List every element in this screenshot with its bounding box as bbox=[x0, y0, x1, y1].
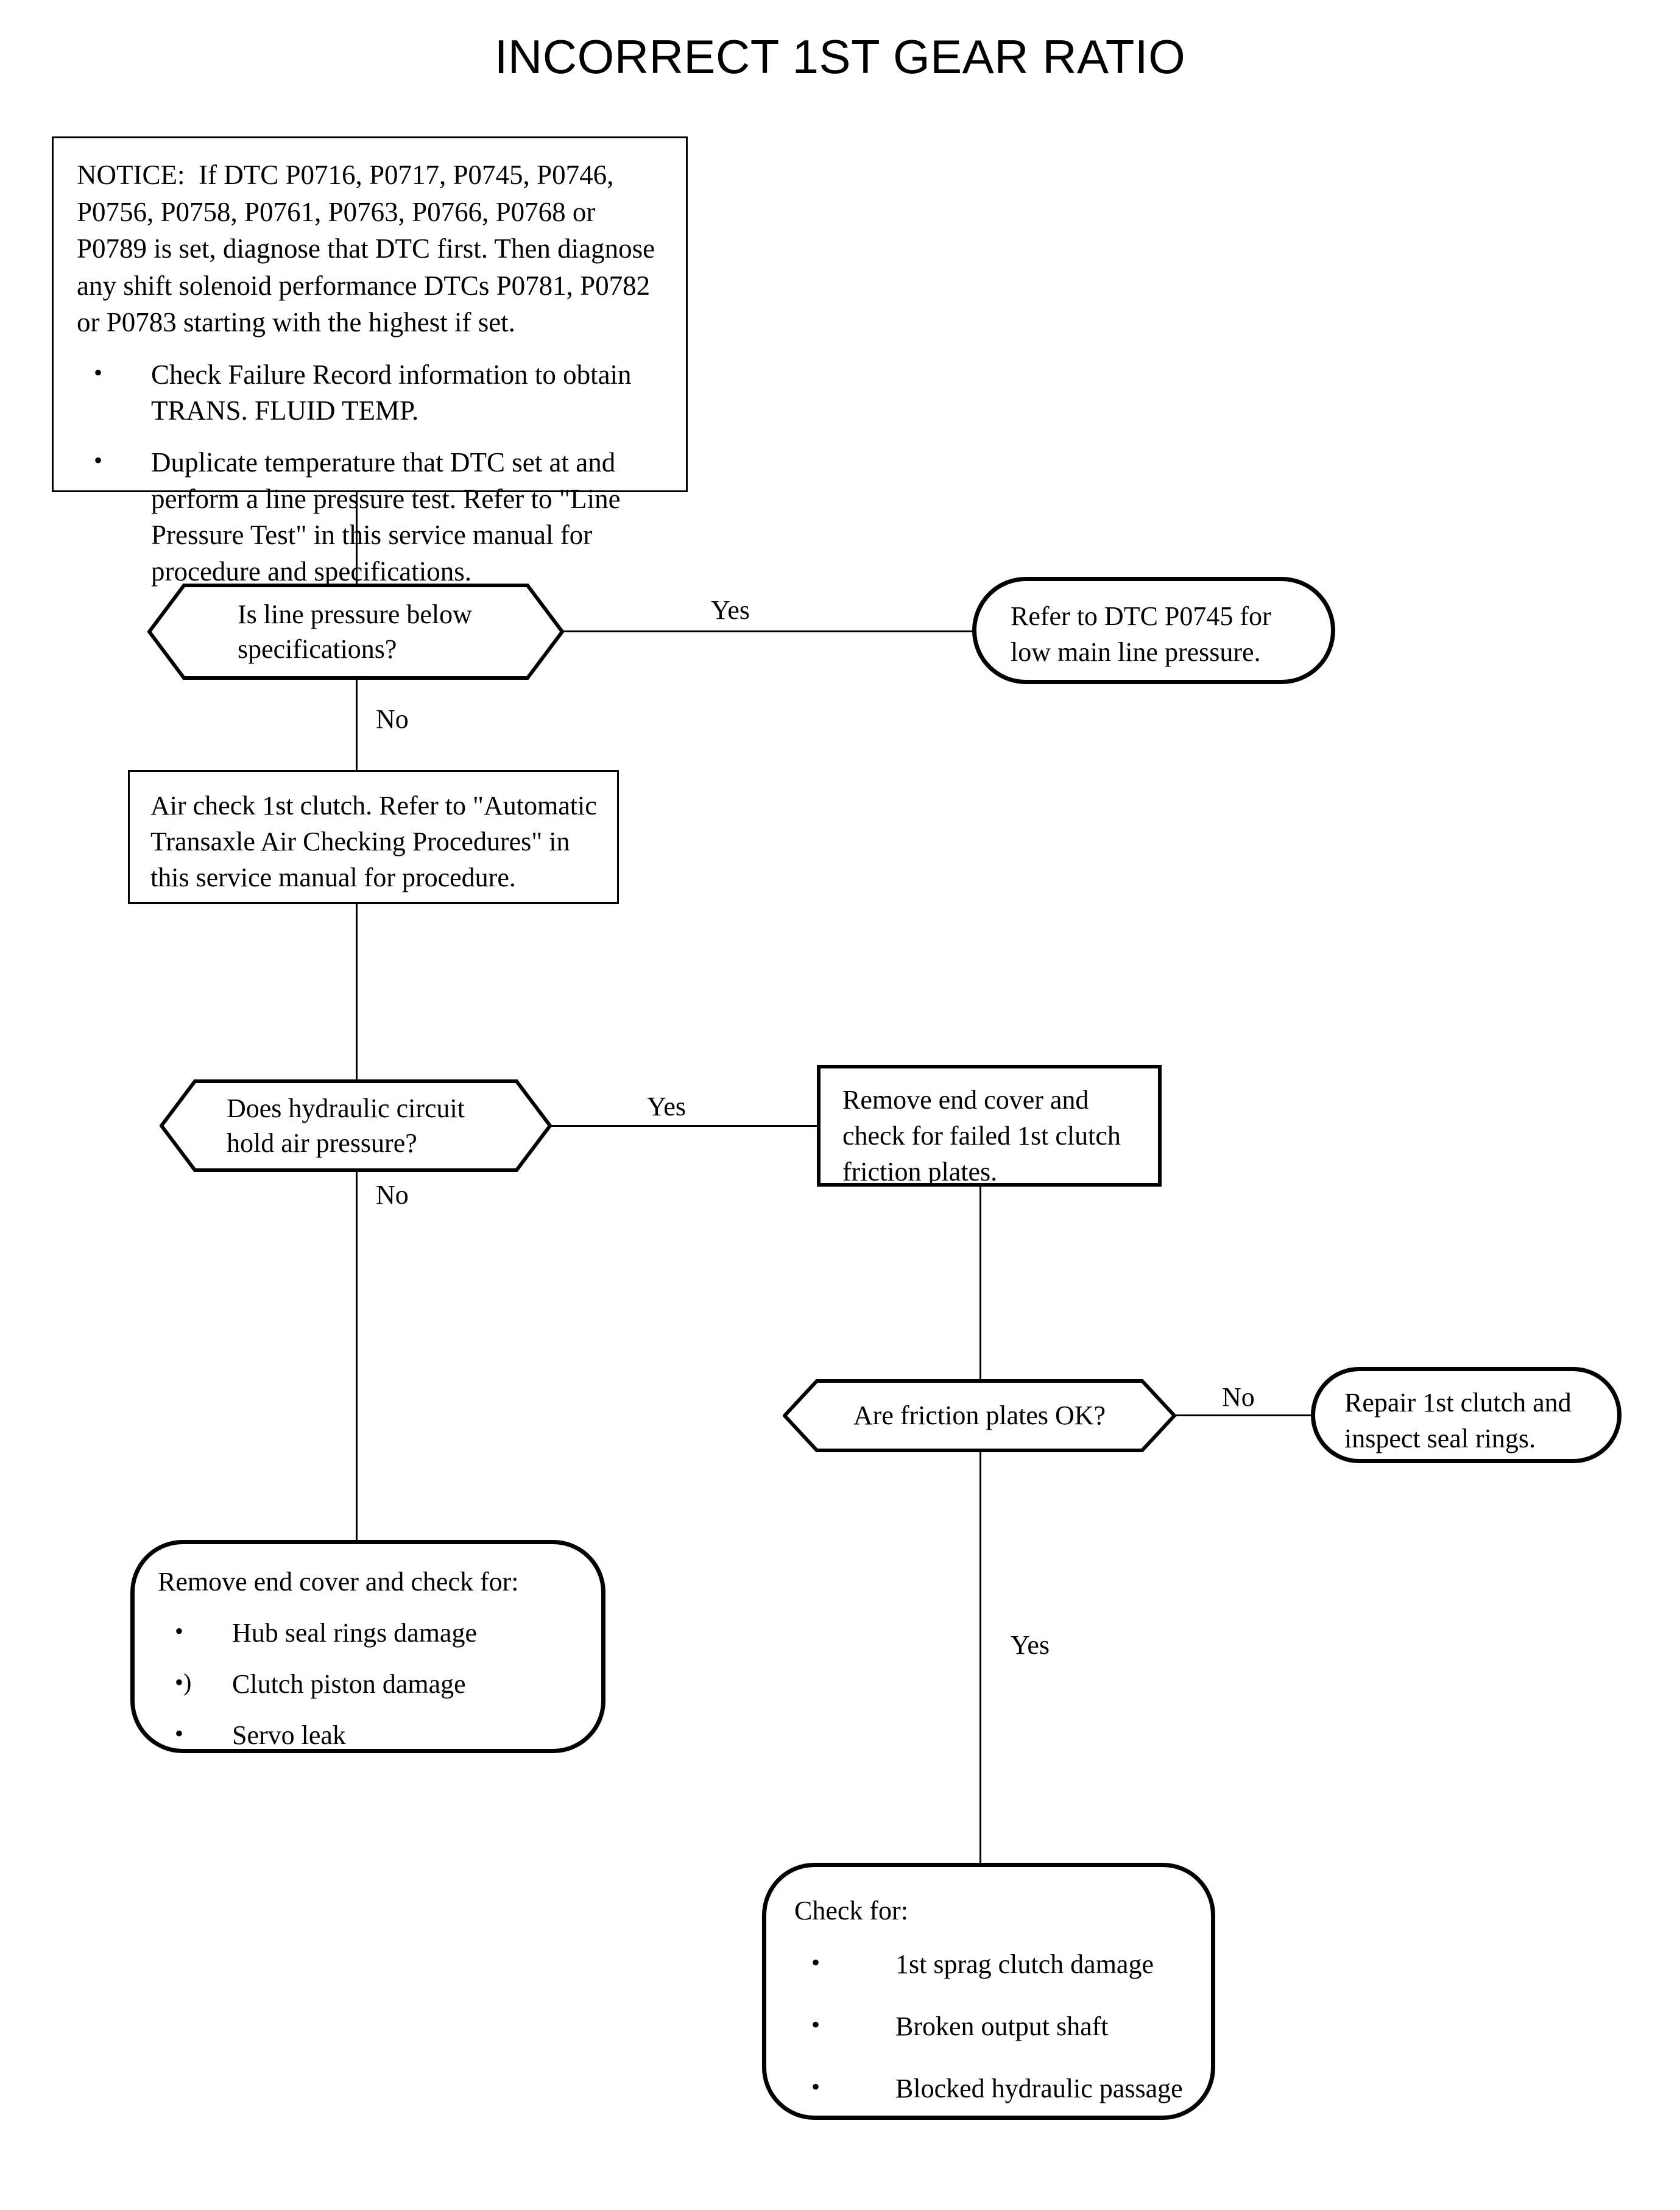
notice-body: If DTC P0716, P0717, P0745, P0746, P0756… bbox=[77, 160, 655, 338]
terminal-refer-dtc-p0745: Refer to DTC P0745 for low main line pre… bbox=[972, 577, 1335, 684]
decision-friction-plates-label: Are friction plates OK? bbox=[853, 1400, 1106, 1431]
decision-hold-air-pressure: Does hydraulic circuit hold air pressure… bbox=[160, 1079, 552, 1172]
notice-box: NOTICE: If DTC P0716, P0717, P0745, P074… bbox=[52, 136, 688, 587]
bullet-icon: •) bbox=[175, 1668, 192, 1696]
decision-line-pressure-label: Is line pressure below specifications? bbox=[238, 599, 472, 664]
process-air-check: Air check 1st clutch. Refer to "Automati… bbox=[128, 770, 619, 904]
edge-label-yes-friction-plates: Yes bbox=[1011, 1630, 1050, 1660]
process-remove-end-cover: Remove end cover and check for failed 1s… bbox=[817, 1065, 1162, 1187]
list-item: • Blocked hydraulic passage bbox=[794, 2071, 1196, 2106]
list-item-label: 1st sprag clutch damage bbox=[895, 1949, 1154, 1980]
edge-label-no-hold-air: No bbox=[376, 1180, 409, 1210]
list-item-label: Hub seal rings damage bbox=[232, 1618, 477, 1648]
list-item: •) Clutch piston damage bbox=[158, 1667, 587, 1702]
list-item-label: Broken output shaft bbox=[895, 2011, 1109, 2042]
bullet-icon: • bbox=[811, 2011, 821, 2039]
connector-decision3-no bbox=[1175, 1414, 1315, 1416]
terminal-check-for: Check for: • 1st sprag clutch damage • B… bbox=[762, 1863, 1215, 2120]
terminal-check-for-body: Check for: • 1st sprag clutch damage • B… bbox=[794, 1893, 1196, 2106]
terminal-check-for-heading: Check for: bbox=[794, 1896, 908, 1926]
terminal-repair-clutch: Repair 1st clutch and inspect seal rings… bbox=[1311, 1367, 1622, 1463]
list-item: • Hub seal rings damage bbox=[158, 1615, 587, 1651]
connector-decision3-yes bbox=[979, 1451, 981, 1896]
terminal-remove-end-cover-checks: Remove end cover and check for: • Hub se… bbox=[130, 1540, 605, 1753]
edge-label-no-line-pressure: No bbox=[376, 704, 409, 734]
list-item: • Broken output shaft bbox=[794, 2009, 1196, 2044]
terminal-refer-dtc-p0745-label: Refer to DTC P0745 for low main line pre… bbox=[1011, 601, 1271, 668]
edge-label-yes-hold-air: Yes bbox=[647, 1092, 686, 1121]
remove-end-cover-bullet-list: • Hub seal rings damage •) Clutch piston… bbox=[158, 1615, 587, 1753]
decision-line-pressure: Is line pressure below specifications? bbox=[147, 584, 564, 680]
connector-process1-to-decision2 bbox=[356, 903, 358, 1083]
list-item: • Check Failure Record information to ob… bbox=[77, 357, 671, 429]
process-remove-end-cover-label: Remove end cover and check for failed 1s… bbox=[842, 1085, 1121, 1187]
connector-process2-to-decision3 bbox=[979, 1185, 981, 1382]
bullet-icon: • bbox=[175, 1720, 184, 1748]
process-air-check-label: Air check 1st clutch. Refer to "Automati… bbox=[150, 791, 597, 893]
decision-hold-air-pressure-label: Does hydraulic circuit hold air pressure… bbox=[227, 1093, 465, 1158]
bullet-icon: • bbox=[175, 1617, 184, 1645]
connector-decision2-yes bbox=[551, 1125, 819, 1127]
bullet-icon: • bbox=[94, 447, 103, 475]
bullet-icon: • bbox=[811, 1949, 821, 1977]
list-item: • Duplicate temperature that DTC set at … bbox=[77, 445, 671, 590]
notice-text: NOTICE: If DTC P0716, P0717, P0745, P074… bbox=[77, 157, 671, 590]
list-item-label: Blocked hydraulic passage bbox=[895, 2074, 1183, 2104]
list-item-label: Check Failure Record information to obta… bbox=[151, 359, 632, 426]
decision-friction-plates: Are friction plates OK? bbox=[783, 1379, 1176, 1452]
list-item-label: Servo leak bbox=[232, 1720, 346, 1751]
terminal-remove-end-cover-checks-body: Remove end cover and check for: • Hub se… bbox=[158, 1564, 587, 1753]
list-item-label: Duplicate temperature that DTC set at an… bbox=[151, 447, 621, 587]
notice-label: NOTICE: bbox=[77, 160, 185, 190]
bullet-icon: • bbox=[811, 2073, 821, 2101]
bullet-icon: • bbox=[94, 358, 103, 386]
terminal-repair-clutch-label: Repair 1st clutch and inspect seal rings… bbox=[1344, 1388, 1572, 1454]
edge-label-yes-line-pressure: Yes bbox=[711, 595, 750, 625]
page-title: INCORRECT 1ST GEAR RATIO bbox=[494, 30, 1186, 83]
notice-bullet-list: • Check Failure Record information to ob… bbox=[77, 357, 671, 590]
check-for-bullet-list: • 1st sprag clutch damage • Broken outpu… bbox=[794, 1947, 1196, 2106]
connector-decision2-no bbox=[356, 1171, 358, 1541]
list-item-label: Clutch piston damage bbox=[232, 1669, 466, 1700]
connector-decision1-no bbox=[356, 679, 358, 771]
list-item: • 1st sprag clutch damage bbox=[794, 1947, 1196, 1982]
terminal-remove-end-cover-heading: Remove end cover and check for: bbox=[158, 1567, 519, 1597]
connector-decision1-yes bbox=[563, 630, 977, 632]
connector-notice-to-decision1 bbox=[356, 492, 358, 585]
edge-label-no-friction-plates: No bbox=[1222, 1382, 1255, 1412]
list-item: • Servo leak bbox=[158, 1718, 587, 1753]
